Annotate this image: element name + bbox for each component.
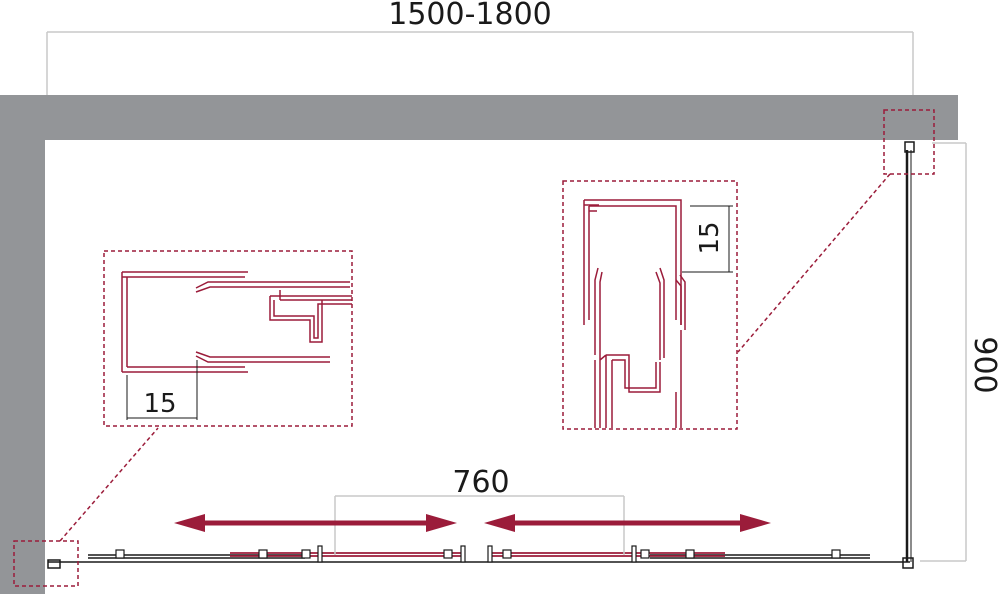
wall bbox=[0, 95, 958, 594]
detail-right-gap-label: 15 bbox=[695, 221, 725, 254]
depth-label: 900 bbox=[967, 336, 1000, 393]
total-width-dimension bbox=[46, 31, 914, 95]
total-width-label: 1500-1800 bbox=[388, 0, 552, 32]
side-panel bbox=[902, 141, 915, 569]
detail-right: 15 bbox=[562, 180, 738, 430]
detail-left-gap-label: 15 bbox=[143, 389, 176, 419]
door-hardware bbox=[115, 545, 841, 563]
detail-left: 15 bbox=[103, 250, 353, 427]
slide-arrow-left bbox=[174, 514, 457, 532]
door-width-label: 760 bbox=[452, 465, 509, 500]
detail-marker-top-right bbox=[737, 109, 935, 353]
bottom-rail bbox=[47, 554, 910, 569]
depth-dimension bbox=[920, 142, 967, 562]
slide-arrow-right bbox=[484, 514, 771, 532]
detail-marker-bottom-left bbox=[13, 427, 159, 587]
